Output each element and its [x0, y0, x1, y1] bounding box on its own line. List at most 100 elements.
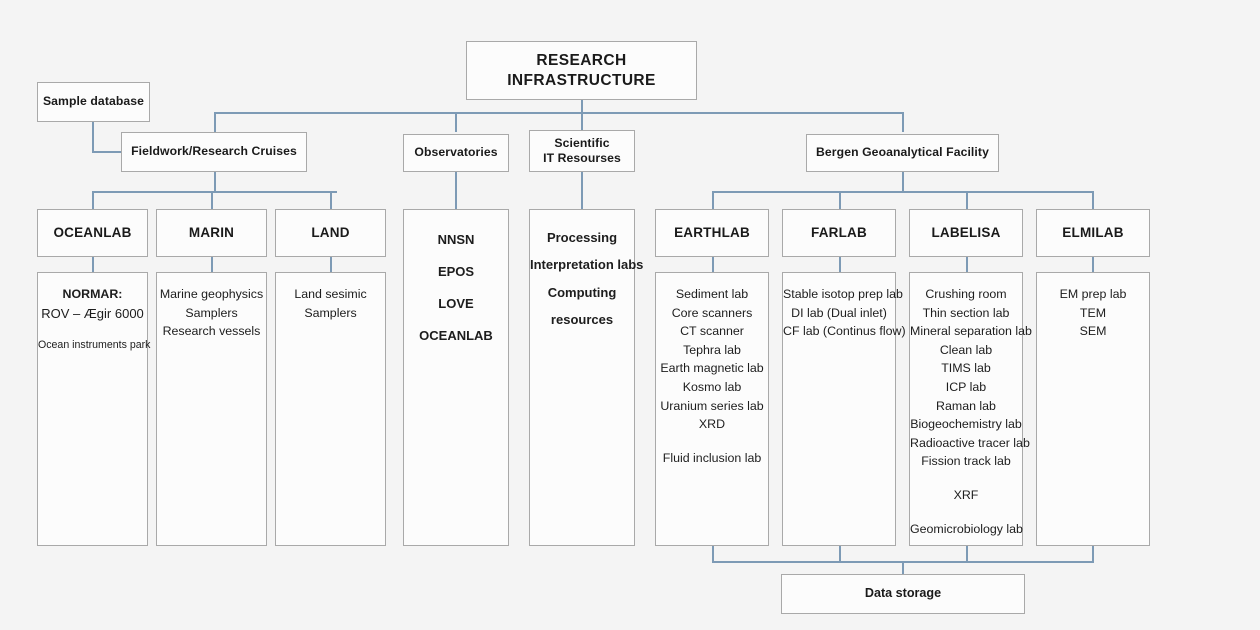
connector-drop-land	[330, 191, 332, 209]
node-scientific-it-resources-label: Scientific IT Resourses	[530, 136, 634, 167]
connector-elmilab-bottom	[1092, 546, 1094, 563]
node-elmilab-header-label: ELMILAB	[1062, 224, 1124, 240]
list-item: Computing	[547, 284, 617, 300]
node-earthlab-header-label: EARTHLAB	[674, 224, 750, 240]
list-item	[38, 323, 147, 338]
list-item: Research vessels	[162, 324, 261, 339]
list-item: NNSN	[437, 232, 475, 247]
list-item: Clean lab	[939, 342, 993, 357]
node-observatories[interactable]: Observatories	[403, 134, 509, 172]
connector-sampledb-horizontal	[92, 151, 121, 153]
list-item: EM prep lab	[1059, 287, 1127, 301]
list-item: Interpretation labs	[530, 257, 644, 273]
node-farlab-header[interactable]: FARLAB	[782, 209, 896, 257]
connector-drop-bergen	[902, 112, 904, 132]
node-scientific-it-resources[interactable]: Scientific IT Resourses	[529, 130, 635, 172]
connector-it-stem	[581, 172, 583, 209]
connector-storage-stem	[902, 561, 904, 575]
node-observatories-label: Observatories	[414, 145, 498, 160]
connector-labelisa-bottom	[966, 546, 968, 563]
node-elmilab-header[interactable]: ELMILAB	[1036, 209, 1150, 257]
node-land-header[interactable]: LAND	[275, 209, 386, 257]
list-item: Samplers	[304, 305, 357, 320]
farlab-item-list: Stable isotop prep lab DI lab (Dual inlet…	[783, 285, 906, 341]
connector-earthlab-content	[712, 257, 714, 272]
list-item: SEM	[1079, 324, 1107, 339]
connector-drop-labelisa	[966, 191, 968, 209]
list-item: Sediment lab	[675, 287, 749, 301]
list-item: TEM	[1079, 305, 1107, 320]
connector-fieldwork-bar	[92, 191, 337, 193]
connector-drop-marin	[211, 191, 213, 209]
list-item: resources	[550, 311, 614, 327]
connector-fieldwork-stem	[214, 172, 216, 192]
node-oceanlab-header-label: OCEANLAB	[53, 224, 132, 240]
node-marin-header-label: MARIN	[188, 224, 235, 240]
node-sample-database-label: Sample database	[42, 94, 145, 109]
list-item: Radioactive tracer lab	[910, 435, 1030, 450]
list-item: Stable isotop prep lab	[783, 287, 903, 301]
list-item: DI lab (Dual inlet)	[791, 305, 887, 320]
node-oceanlab-content[interactable]: NORMAR:ROV – Ægir 6000 Ocean instruments…	[37, 272, 151, 546]
node-labelisa-header-label: LABELISA	[931, 224, 1001, 240]
node-sample-database[interactable]: Sample database	[37, 82, 150, 122]
list-item: Core scanners	[671, 305, 753, 320]
node-marin-header[interactable]: MARIN	[156, 209, 267, 257]
connector-drop-elmilab	[1092, 191, 1094, 209]
list-item: Biogeochemistry lab	[910, 417, 1022, 432]
node-bergen-label: Bergen Geoanalytical Facility	[816, 145, 989, 160]
node-labelisa-header[interactable]: LABELISA	[909, 209, 1023, 257]
connector-earthlab-bottom	[712, 546, 714, 563]
list-item: Crushing room	[925, 287, 1007, 301]
list-item: LOVE	[438, 295, 474, 311]
list-item: NORMAR:	[62, 287, 123, 301]
node-fieldwork[interactable]: Fieldwork/Research Cruises	[121, 132, 307, 172]
connector-drop-farlab	[839, 191, 841, 209]
connector-drop-earthlab	[712, 191, 714, 209]
list-item: CF lab (Continus flow)	[783, 324, 906, 339]
list-item: Ocean instruments park	[38, 339, 151, 352]
connector-root-stem	[581, 100, 583, 114]
connector-drop-oceanlab	[92, 191, 94, 209]
connector-observatories-stem	[455, 172, 457, 209]
list-item: Fluid inclusion lab	[662, 450, 762, 465]
node-bergen-geoanalytical-facility[interactable]: Bergen Geoanalytical Facility	[806, 134, 999, 172]
node-research-infrastructure-label: RESEARCH INFRASTRUCTURE	[507, 52, 656, 89]
connector-drop-it	[581, 112, 583, 132]
node-data-storage[interactable]: Data storage	[781, 574, 1025, 614]
connector-oceanlab-content	[92, 257, 94, 272]
node-land-header-label: LAND	[311, 224, 350, 240]
node-oceanlab-header[interactable]: OCEANLAB	[37, 209, 148, 257]
list-item: Kosmo lab	[682, 380, 742, 395]
list-item: XRF	[953, 488, 979, 503]
list-item: Raman lab	[936, 398, 996, 413]
oceanlab-item-list: NORMAR:ROV – Ægir 6000 Ocean instruments…	[38, 285, 151, 354]
connector-bergen-stem	[902, 172, 904, 192]
list-item: Thin section lab	[922, 305, 1010, 320]
list-item: CT scanner	[680, 324, 744, 339]
node-farlab-content[interactable]: Stable isotop prep lab DI lab (Dual inlet…	[782, 272, 906, 546]
list-item: Processing	[546, 230, 618, 245]
list-item	[910, 471, 1022, 486]
node-earthlab-header[interactable]: EARTHLAB	[655, 209, 769, 257]
connector-farlab-bottom	[839, 546, 841, 563]
list-item: TIMS lab	[941, 361, 991, 376]
list-item: Tephra lab	[683, 342, 741, 357]
node-research-infrastructure[interactable]: RESEARCH INFRASTRUCTURE	[466, 41, 697, 100]
list-item: Geomicrobiology lab	[910, 521, 1023, 536]
list-item: Samplers	[185, 305, 238, 320]
node-fieldwork-label: Fieldwork/Research Cruises	[131, 144, 297, 159]
